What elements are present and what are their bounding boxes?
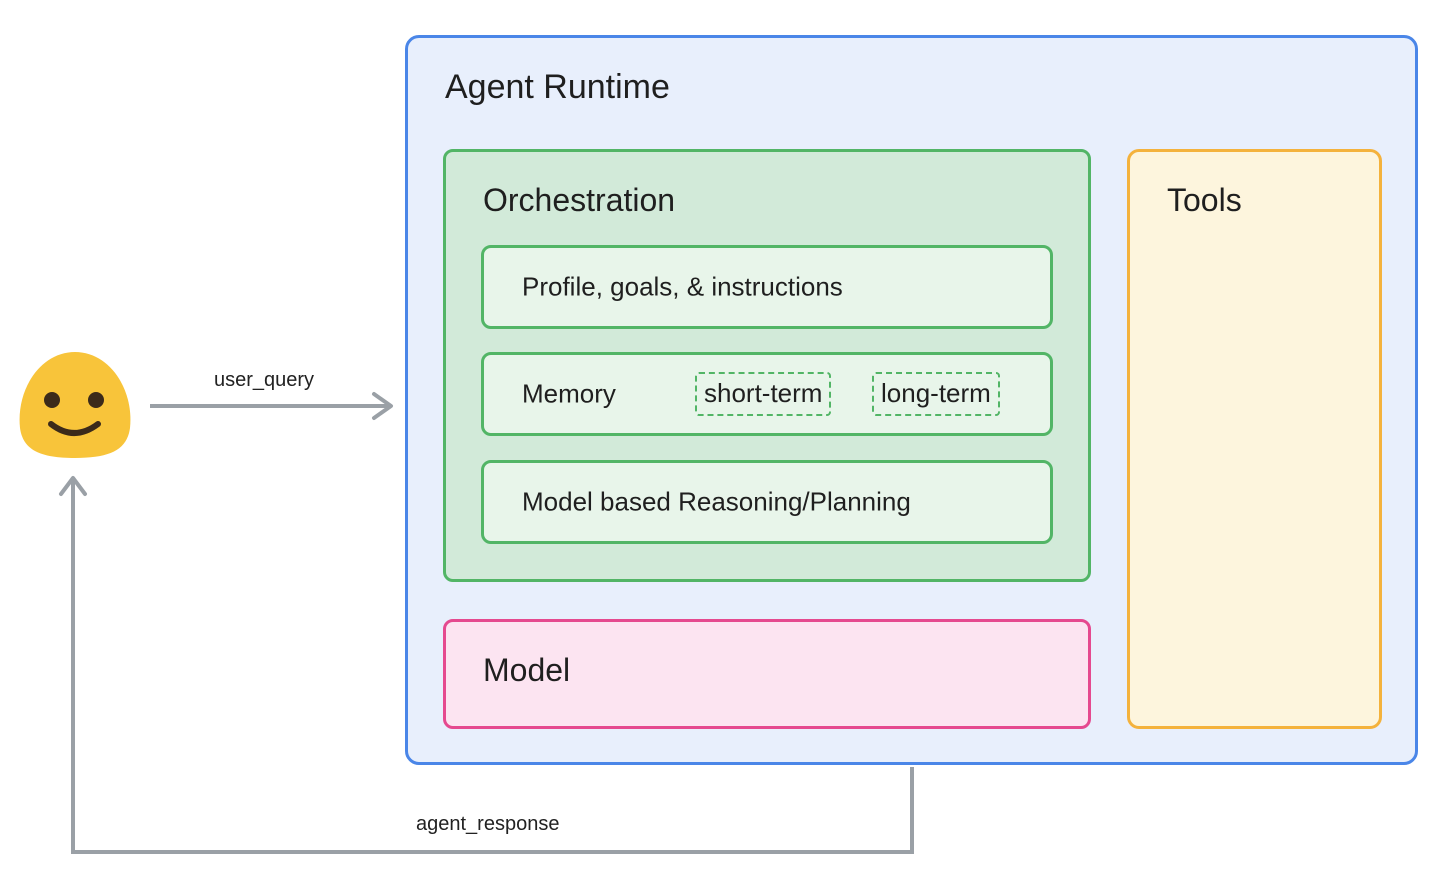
agent-runtime-title: Agent Runtime	[445, 68, 670, 106]
reasoning-planning-label: Model based Reasoning/Planning	[522, 486, 911, 517]
user-query-arrow	[150, 392, 393, 420]
profile-goals-box: Profile, goals, & instructions	[481, 245, 1053, 329]
smiley-face-icon	[19, 352, 131, 458]
orchestration-title: Orchestration	[483, 182, 676, 218]
reasoning-planning-box: Model based Reasoning/Planning	[481, 460, 1053, 544]
profile-goals-label: Profile, goals, & instructions	[522, 271, 843, 302]
agent-response-label: agent_response	[416, 813, 560, 835]
memory-label: Memory	[522, 378, 616, 409]
model-title: Model	[483, 652, 571, 688]
tools-box	[1127, 149, 1382, 729]
user-query-label: user_query	[214, 369, 315, 391]
agent-response-arrow	[59, 476, 914, 854]
tools-title: Tools	[1167, 182, 1242, 218]
short-term-memory-tag: short-term	[695, 372, 832, 416]
model-box	[443, 619, 1091, 729]
memory-box: Memory short-term long-term	[481, 352, 1053, 436]
long-term-memory-tag: long-term	[872, 372, 1000, 416]
